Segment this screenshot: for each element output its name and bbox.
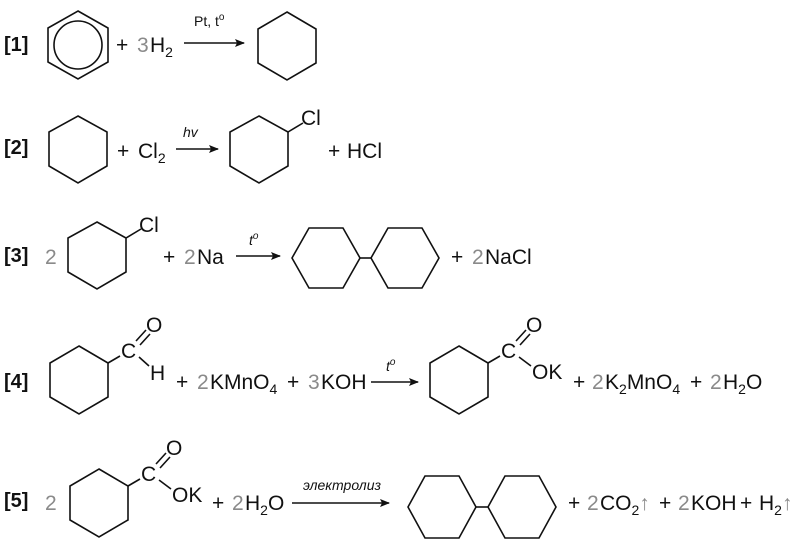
- plus-sign: +: [573, 371, 585, 394]
- cyclohexanecarbaldehyde-structure: C O H: [49, 314, 165, 415]
- plus-sign: +: [116, 34, 128, 57]
- atom-o: O: [166, 437, 182, 460]
- gas-arrow-icon: ↑: [782, 492, 793, 515]
- atom-o: O: [526, 314, 542, 337]
- formula-na: Na: [197, 246, 224, 269]
- substituent-cl: Cl: [139, 214, 159, 237]
- reaction-condition: to: [386, 357, 396, 374]
- formula-kmno4: KMnO4: [210, 371, 278, 397]
- cyclohexane-structure: [48, 115, 108, 184]
- plus-sign: +: [690, 371, 702, 394]
- plus-sign: +: [176, 371, 188, 394]
- coefficient: 2: [197, 371, 209, 394]
- reaction-condition: Pt, to: [194, 12, 225, 29]
- reaction-1: [1] + 3 H2 Pt, to: [4, 10, 317, 81]
- atom-ok: OK: [532, 361, 562, 384]
- formula-cl2: Cl2: [138, 140, 166, 166]
- chlorocyclohexane-structure: Cl: [229, 107, 321, 184]
- coefficient: 2: [592, 371, 604, 394]
- coefficient: 2: [232, 492, 244, 515]
- atom-h: H: [150, 362, 165, 385]
- reaction-3: [3] 2 Cl + 2 Na to + 2 NaCl: [4, 214, 532, 290]
- reaction-condition: электролиз: [303, 477, 381, 493]
- plus-sign: +: [568, 492, 580, 515]
- reaction-number: [3]: [4, 245, 28, 267]
- formula-hcl: HCl: [347, 140, 382, 163]
- reaction-number: [5]: [4, 490, 28, 512]
- coefficient: 2: [587, 492, 599, 515]
- atom-o: O: [146, 314, 162, 337]
- coefficient: 2: [45, 246, 57, 269]
- formula-h2o: H2O: [245, 492, 284, 518]
- formula-koh: KOH: [321, 371, 367, 394]
- coefficient: 2: [678, 492, 690, 515]
- plus-sign: +: [659, 492, 671, 515]
- reaction-number: [4]: [4, 371, 28, 393]
- plus-sign: +: [163, 246, 175, 269]
- bicyclohexyl-structure: [291, 227, 440, 289]
- plus-sign: +: [117, 140, 129, 163]
- reaction-number: [2]: [4, 137, 28, 159]
- plus-sign: +: [287, 371, 299, 394]
- atom-ok: OK: [172, 484, 202, 507]
- coefficient: 3: [137, 34, 149, 57]
- atom-c: C: [501, 340, 516, 363]
- coefficient: 2: [472, 246, 484, 269]
- formula-h2: H2: [150, 34, 173, 60]
- gas-arrow-icon: ↑: [639, 492, 650, 515]
- bicyclohexyl-structure: [407, 475, 557, 539]
- plus-sign: +: [451, 246, 463, 269]
- cyclohexane-structure: [257, 11, 317, 81]
- coefficient: 3: [308, 371, 320, 394]
- plus-sign: +: [212, 492, 224, 515]
- plus-sign: +: [328, 140, 340, 163]
- coefficient: 2: [184, 246, 196, 269]
- substituent-cl: Cl: [301, 107, 321, 130]
- atom-c: C: [141, 463, 156, 486]
- reaction-5: [5] 2 C O OK + 2 H2O электролиз + 2 CO2↑…: [4, 437, 792, 539]
- reaction-4: [4] C O H + 2 KMnO4 + 3 KOH to C O OK: [4, 314, 762, 415]
- coefficient: 2: [710, 371, 722, 394]
- formula-co2: CO2↑: [600, 492, 650, 518]
- coefficient: 2: [45, 492, 57, 515]
- formula-k2mno4: K2MnO4: [605, 371, 680, 397]
- formula-koh: KOH: [691, 492, 737, 515]
- formula-h2: H2↑: [759, 492, 792, 518]
- potassium-carboxylate-structure: C O OK: [429, 314, 562, 415]
- formula-h2o: H2O: [723, 371, 762, 397]
- reaction-condition: to: [249, 231, 259, 248]
- chlorocyclohexane-structure: Cl: [67, 214, 159, 290]
- benzene-structure: [47, 10, 109, 80]
- reaction-number: [1]: [4, 34, 28, 56]
- formula-nacl: NaCl: [485, 246, 532, 269]
- reaction-condition: hv: [183, 124, 199, 140]
- plus-sign: +: [740, 492, 752, 515]
- reaction-2: [2] + Cl2 hv Cl + HCl: [4, 107, 382, 184]
- potassium-carboxylate-structure: C O OK: [69, 437, 202, 538]
- atom-c: C: [121, 340, 136, 363]
